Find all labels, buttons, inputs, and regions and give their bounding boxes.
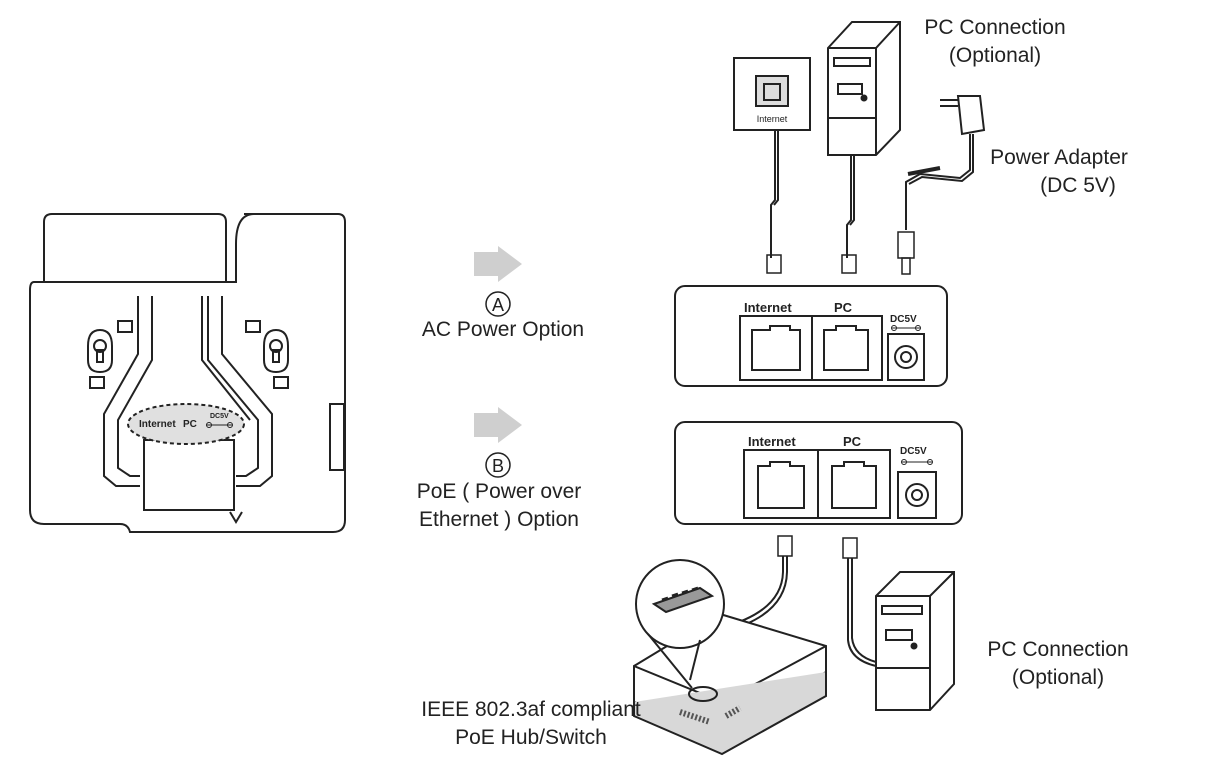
power-adapter-line2: (DC 5V) [1040, 174, 1116, 197]
pc-connection-bottom-line2: (Optional) [1011, 666, 1105, 689]
panel-a-internet-label: Internet [744, 300, 792, 315]
poe-switch-line2: PoE Hub/Switch [455, 726, 607, 749]
panel-a-dc-label: DC5V [890, 314, 917, 325]
power-adapter-line1: Power Adapter [990, 146, 1128, 169]
option-b-letter: B [492, 456, 504, 476]
panel-a-pc-label: PC [834, 300, 853, 315]
arrow-option-b-icon [474, 407, 522, 443]
pc-connection-top-label: PC Connection (Optional) [918, 14, 1072, 70]
option-a-badge [485, 291, 511, 317]
poe-switch-line1: IEEE 802.3af compliant [421, 698, 641, 721]
option-a-letter: A [492, 295, 504, 315]
option-a-label: AC Power Option [421, 318, 585, 341]
poe-switch-label: IEEE 802.3af compliant PoE Hub/Switch [406, 696, 656, 752]
panel-b-internet-label: Internet [748, 434, 796, 449]
phone-port-dc-text: DC5V [210, 413, 229, 420]
pc-tower-bottom-icon [875, 571, 955, 711]
panel-b-dc-label: DC5V [900, 446, 927, 457]
pc-connection-bottom-label: PC Connection (Optional) [980, 636, 1136, 692]
poe-switch-icon [633, 559, 827, 756]
phone-back-illustration [29, 213, 346, 533]
option-b-line2: Ethernet ) Option [419, 508, 579, 531]
option-b-label: PoE ( Power over Ethernet ) Option [404, 478, 594, 534]
power-adapter-icon [897, 95, 986, 275]
power-adapter-label: Power Adapter (DC 5V) [984, 144, 1134, 200]
option-b-line1: PoE ( Power over [416, 480, 582, 503]
port-panel-b [674, 421, 963, 525]
phone-port-pc-text: PC [183, 419, 197, 430]
pc-connection-bottom-line1: PC Connection [987, 638, 1129, 661]
phone-port-internet-text: Internet [139, 419, 176, 430]
panel-b-pc-label: PC [843, 434, 862, 449]
arrow-option-a-icon [474, 246, 522, 282]
wall-jack-label: Internet [757, 114, 788, 124]
wall-jack-icon [733, 57, 811, 274]
option-b-badge [485, 452, 511, 478]
pc-tower-top-icon [827, 21, 901, 274]
pc-connection-top-line1: PC Connection [924, 16, 1066, 39]
port-panel-a [674, 285, 948, 387]
pc-connection-top-line2: (Optional) [948, 44, 1042, 67]
